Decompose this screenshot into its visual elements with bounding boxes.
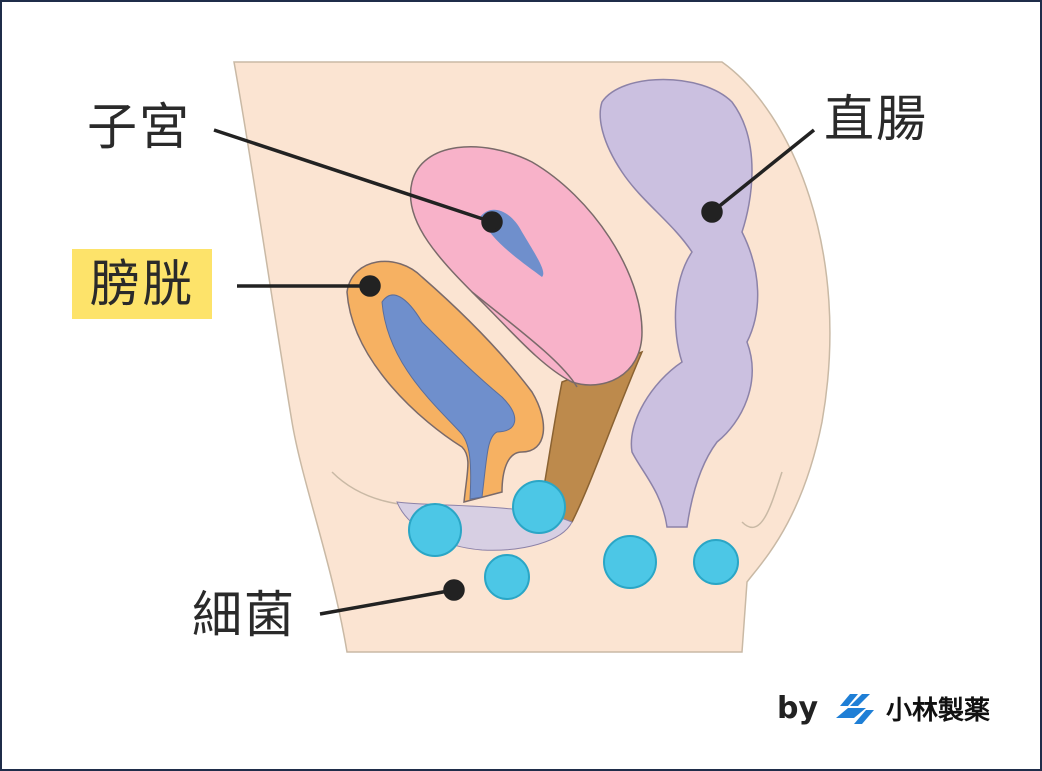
bacteria-group xyxy=(408,480,739,600)
bacterium xyxy=(408,503,462,557)
bacterium xyxy=(512,480,566,534)
kobayashi-logo-icon xyxy=(836,693,875,724)
company-name: 小林製薬 xyxy=(886,696,991,726)
company-logo: 小林製薬 xyxy=(832,690,990,727)
leader-lines xyxy=(213,128,816,616)
label-rectum: 直腸 xyxy=(824,90,928,148)
uterus-inner-line xyxy=(471,291,578,388)
uterus xyxy=(409,146,643,386)
label-uterus: 子宮 xyxy=(87,98,191,156)
rectum xyxy=(599,78,759,528)
bladder-cavity xyxy=(381,294,516,500)
label-bacteria: 細菌 xyxy=(192,586,296,644)
label-bladder: 膀胱 xyxy=(72,249,212,319)
bacterium xyxy=(603,535,657,589)
credit: by 小林製薬 xyxy=(777,690,990,727)
credit-by: by xyxy=(777,691,819,726)
bacterium xyxy=(693,539,739,585)
bacterium xyxy=(484,554,530,600)
